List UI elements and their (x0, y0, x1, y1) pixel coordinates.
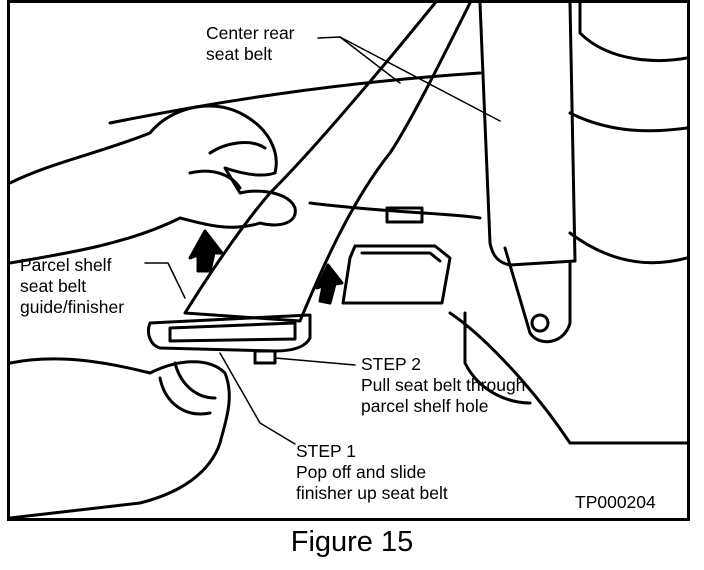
label-parcel-shelf-guide: Parcel shelf seat belt guide/finisher (20, 255, 125, 317)
right-belt-latch (503, 246, 572, 344)
figure-code: TP000204 (575, 492, 656, 512)
shelf-edge-line (308, 201, 482, 220)
shelf-step (463, 311, 532, 405)
label-step2: STEP 2 Pull seat belt through parcel she… (361, 354, 526, 416)
arrow-up-left (188, 229, 224, 273)
center-belt-strap (183, 3, 472, 323)
leader-parcel-shelf (144, 262, 186, 299)
leader-step1 (219, 352, 296, 445)
label-step1: STEP 1 Pop off and slide finisher up sea… (296, 441, 448, 503)
right-belt-strap (478, 3, 577, 267)
leader-step2 (274, 357, 356, 366)
right-lower-curve (568, 231, 687, 265)
small-slot (385, 206, 424, 224)
latch-hole (530, 313, 550, 333)
arrow-up-shelf (315, 263, 344, 305)
upper-hand (10, 104, 297, 265)
figure-frame: Center rear seat belt Parcel shelf seat … (7, 0, 690, 521)
parcel-shelf-hole (341, 244, 452, 305)
label-center-rear-seat-belt: Center rear seat belt (206, 23, 295, 64)
rear-window-line (108, 71, 482, 125)
right-panel-curve (568, 111, 687, 133)
leader-center-belt-2 (339, 36, 501, 122)
shelf-front-edge (448, 311, 687, 445)
lower-hand (10, 357, 231, 518)
figure-caption: Figure 15 (290, 526, 414, 558)
seat-belt-illustration (10, 3, 687, 518)
right-panel-outline (578, 3, 687, 62)
